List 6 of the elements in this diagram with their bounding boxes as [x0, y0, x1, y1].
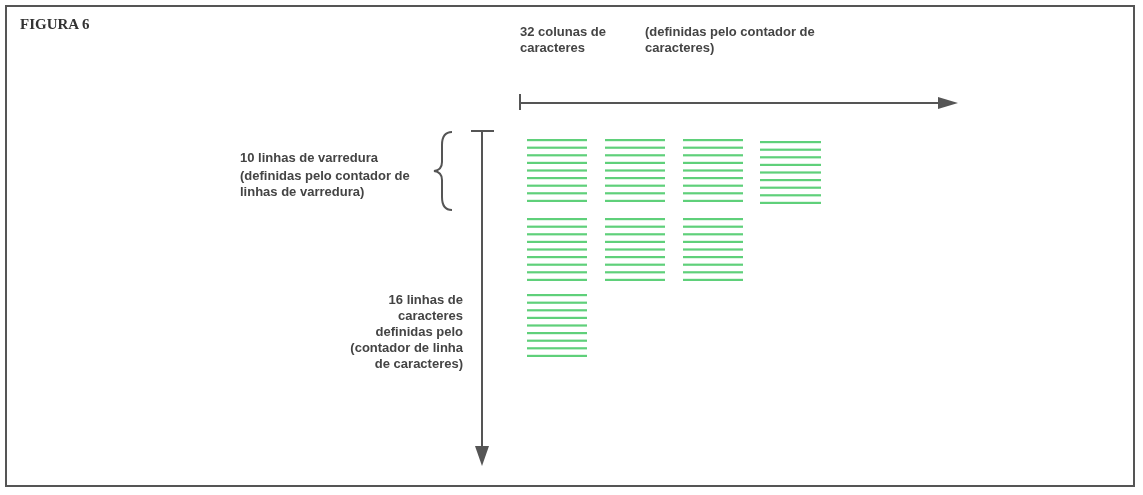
annotation-text: 10 linhas de varredura [240, 150, 379, 166]
annotation-text: (definidas pelo contador de linhas de varredura) [240, 168, 411, 200]
annotation-text: 16 linhas de caracteres definidas pelo (contador de linha de caracteres) [349, 292, 463, 372]
annotation-text: 32 colunas de caracteres [520, 24, 607, 56]
figure-title: FIGURA 6 [20, 16, 90, 33]
annotation-text: (definidas pelo contador de caracteres) [645, 24, 816, 56]
